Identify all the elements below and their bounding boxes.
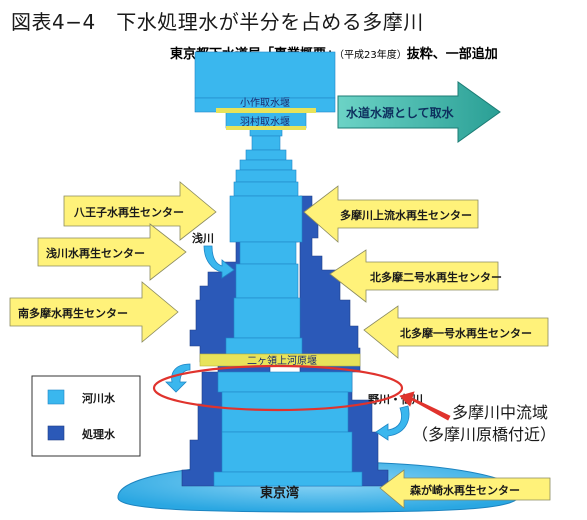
kitatama2-arrow [329, 249, 499, 303]
bay-label: 東京湾 [260, 485, 299, 501]
midstream-label-line2: （多摩川原橋付近） [412, 425, 556, 444]
kitatama2-label: 北多摩二号水再生センター [370, 270, 502, 284]
legend-treated-label: 処理水 [81, 427, 116, 441]
ozaku-weir-bar [216, 108, 316, 113]
right-arrows [303, 185, 551, 509]
tamagawa-joryu-label: 多摩川上流水再生センター [340, 208, 472, 222]
left-tributary-arrow [165, 363, 191, 393]
legend-swatch-treated [47, 425, 65, 441]
hamura-weir-label: 羽村取水堰 [240, 115, 290, 128]
hachioji-arrow [63, 181, 217, 241]
water-source-label: 水道水源として取水 [346, 105, 455, 120]
hachioji-label: 八王子水再生センター [73, 205, 184, 219]
source-suffix: 抜粋、一部追加 [406, 47, 498, 62]
morigasaki-arrow [379, 469, 551, 509]
water-source-arrow [337, 81, 501, 143]
page-title: 図表4−4 下水処理水が半分を占める多摩川 [11, 10, 424, 34]
legend: 河川水 処理水 [31, 375, 141, 457]
left-arrows [9, 181, 217, 343]
asakawa-river-arrow [203, 245, 235, 279]
legend-river-label: 河川水 [82, 391, 116, 405]
source-year: （平成23年度） [339, 50, 407, 61]
nikaryo-weir-label: 二ヶ領上河原堰 [247, 354, 317, 367]
asakawa-center-arrow [37, 223, 187, 281]
kitatama1-arrow [363, 305, 549, 359]
midstream-label-line1: 多摩川中流域 [452, 403, 548, 422]
river-water-area [194, 51, 363, 487]
midstream-pointer-arrow [399, 391, 451, 421]
weirs [194, 97, 361, 367]
kitatama1-label: 北多摩一号水再生センター [400, 326, 532, 340]
asakawa-river-label: 浅川 [192, 231, 214, 245]
midstream-ellipse [152, 364, 404, 412]
legend-swatch-river [47, 389, 65, 405]
hamura-weir-bar [226, 126, 306, 130]
legend-box [31, 375, 141, 457]
asakawa-center-label: 浅川水再生センター [46, 246, 145, 260]
ozaku-weir-label: 小作取水堰 [240, 97, 290, 109]
minamitama-arrow [9, 281, 179, 343]
minamitama-label: 南多摩水再生センター [18, 306, 128, 320]
nogawa-arrow [375, 405, 410, 441]
morigasaki-label: 森が崎水再生センター [410, 483, 520, 497]
tamagawa-joryu-arrow [303, 185, 479, 243]
